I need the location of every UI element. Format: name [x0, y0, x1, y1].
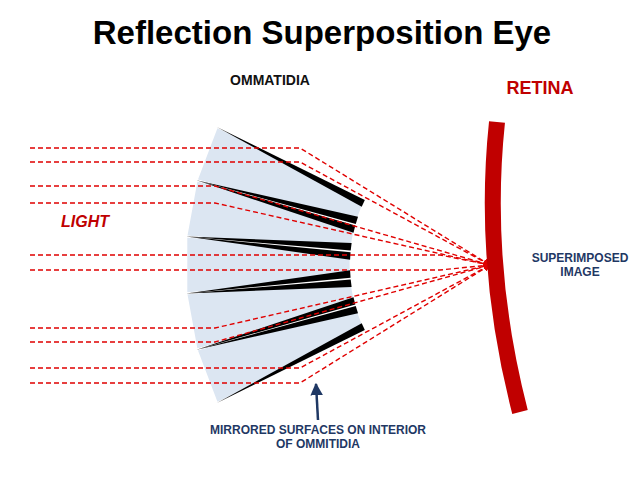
- light-rays: [30, 148, 490, 383]
- mirror-surface: [197, 180, 356, 233]
- light-ray: [30, 255, 490, 265]
- image-label: SUPERIMPOSED IMAGE: [526, 252, 634, 280]
- light-ray: [30, 265, 490, 270]
- part-label: OMMATIDIA: [190, 72, 350, 88]
- leader-arrow: [316, 384, 318, 420]
- light-ray: [30, 265, 490, 328]
- mirror-surface: [186, 279, 351, 293]
- light-label: LIGHT: [40, 213, 130, 231]
- mirror-surface: [186, 236, 350, 259]
- ommatidium: [186, 236, 350, 293]
- title: Reflection Superposition Eye: [2, 14, 640, 52]
- light-ray: [30, 186, 490, 265]
- part-label: RETINA: [490, 78, 590, 99]
- light-ray: [30, 265, 490, 368]
- mirror-surface: [217, 127, 365, 207]
- callout-label: MIRRORED SURFACES ON INTERIOR OF OMMITID…: [203, 424, 433, 452]
- ommatidia-group: [186, 127, 365, 403]
- retina-arc: [493, 122, 520, 412]
- mirror-surface: [186, 236, 351, 250]
- light-ray: [30, 265, 490, 342]
- light-ray: [30, 203, 490, 265]
- light-ray: [30, 148, 490, 265]
- light-ray: [30, 265, 490, 383]
- light-ray: [30, 162, 490, 265]
- ommatidium: [197, 305, 366, 403]
